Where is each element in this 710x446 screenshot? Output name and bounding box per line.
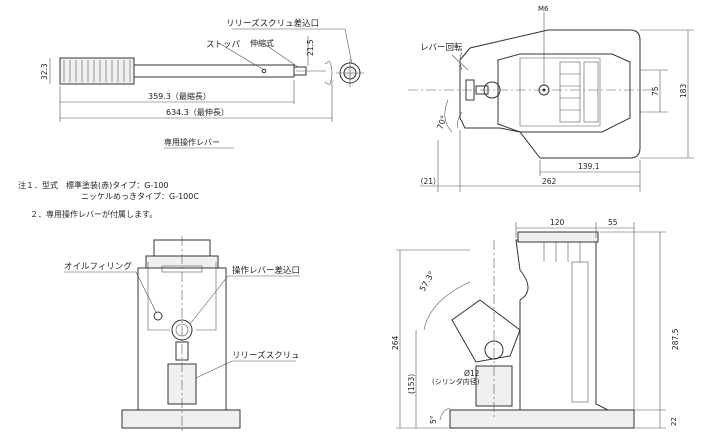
dim-12: Ø12: [464, 369, 480, 378]
side-body: [515, 239, 609, 411]
release-screw-label: リリーズスクリュ: [232, 350, 300, 361]
lever-grip: [59, 57, 135, 85]
lever-shaft: [133, 64, 295, 78]
dim-55: 55: [608, 218, 618, 227]
oil-filling-plug: [153, 311, 163, 321]
dim-75: 75: [651, 86, 660, 96]
lever-rotation-label: レバー回転: [420, 43, 463, 53]
side-lever-housing: [451, 299, 521, 363]
dim-21-5: 21.5: [306, 39, 315, 56]
front-base: [121, 409, 241, 429]
dim-183: 183: [679, 83, 688, 98]
stopper-pin: [261, 68, 267, 74]
dim-70-deg: 70°: [435, 114, 448, 130]
oil-filling-label: オイルフィリング: [64, 261, 132, 272]
top-view: [408, 29, 660, 159]
dim-32-3: 32.3: [40, 63, 49, 80]
front-view: [121, 236, 241, 432]
dim-57-3-deg: 57.3°: [418, 270, 437, 293]
dim-21: （21）: [416, 177, 441, 186]
side-base: [449, 409, 635, 429]
dim-139-1: 139.1: [578, 162, 600, 171]
dim-634-3: 634.3（最伸長）: [166, 107, 229, 117]
dim-264: 264: [391, 335, 400, 350]
m6-label: M6: [538, 5, 549, 13]
dim-287-5: 287.5: [671, 328, 680, 350]
dim-22: 22: [670, 417, 678, 426]
telescopic-label: 伸縮式: [250, 38, 274, 48]
release-screw-inlet-label: リリーズスクリュ差込口: [226, 18, 319, 29]
dim-153: (153): [407, 374, 416, 394]
dim-359-3: 359.3（最縮長）: [148, 91, 211, 101]
note-line-2: ニッケルめっきタイプ：G-100C: [81, 192, 199, 201]
dim-120: 120: [550, 218, 565, 227]
lever-drawing: [59, 57, 364, 87]
note-line-3: ２．専用操作レバーが付属します。: [30, 209, 157, 219]
side-view: [423, 231, 635, 429]
dim-262: 262: [542, 177, 557, 186]
lever-inlet-label: 操作レバー差込口: [232, 265, 300, 276]
side-lever-socket: [484, 340, 504, 360]
stopper-label: ストッパ: [206, 40, 241, 50]
dim-5-deg: 5°: [429, 415, 438, 424]
cylinder-inner-label: (シリンダ内径): [432, 377, 480, 386]
note-line-1: 注１．型式 標準塗装(赤)タイプ：G-100: [18, 180, 169, 190]
lever-caption: 専用操作レバー: [164, 137, 220, 147]
